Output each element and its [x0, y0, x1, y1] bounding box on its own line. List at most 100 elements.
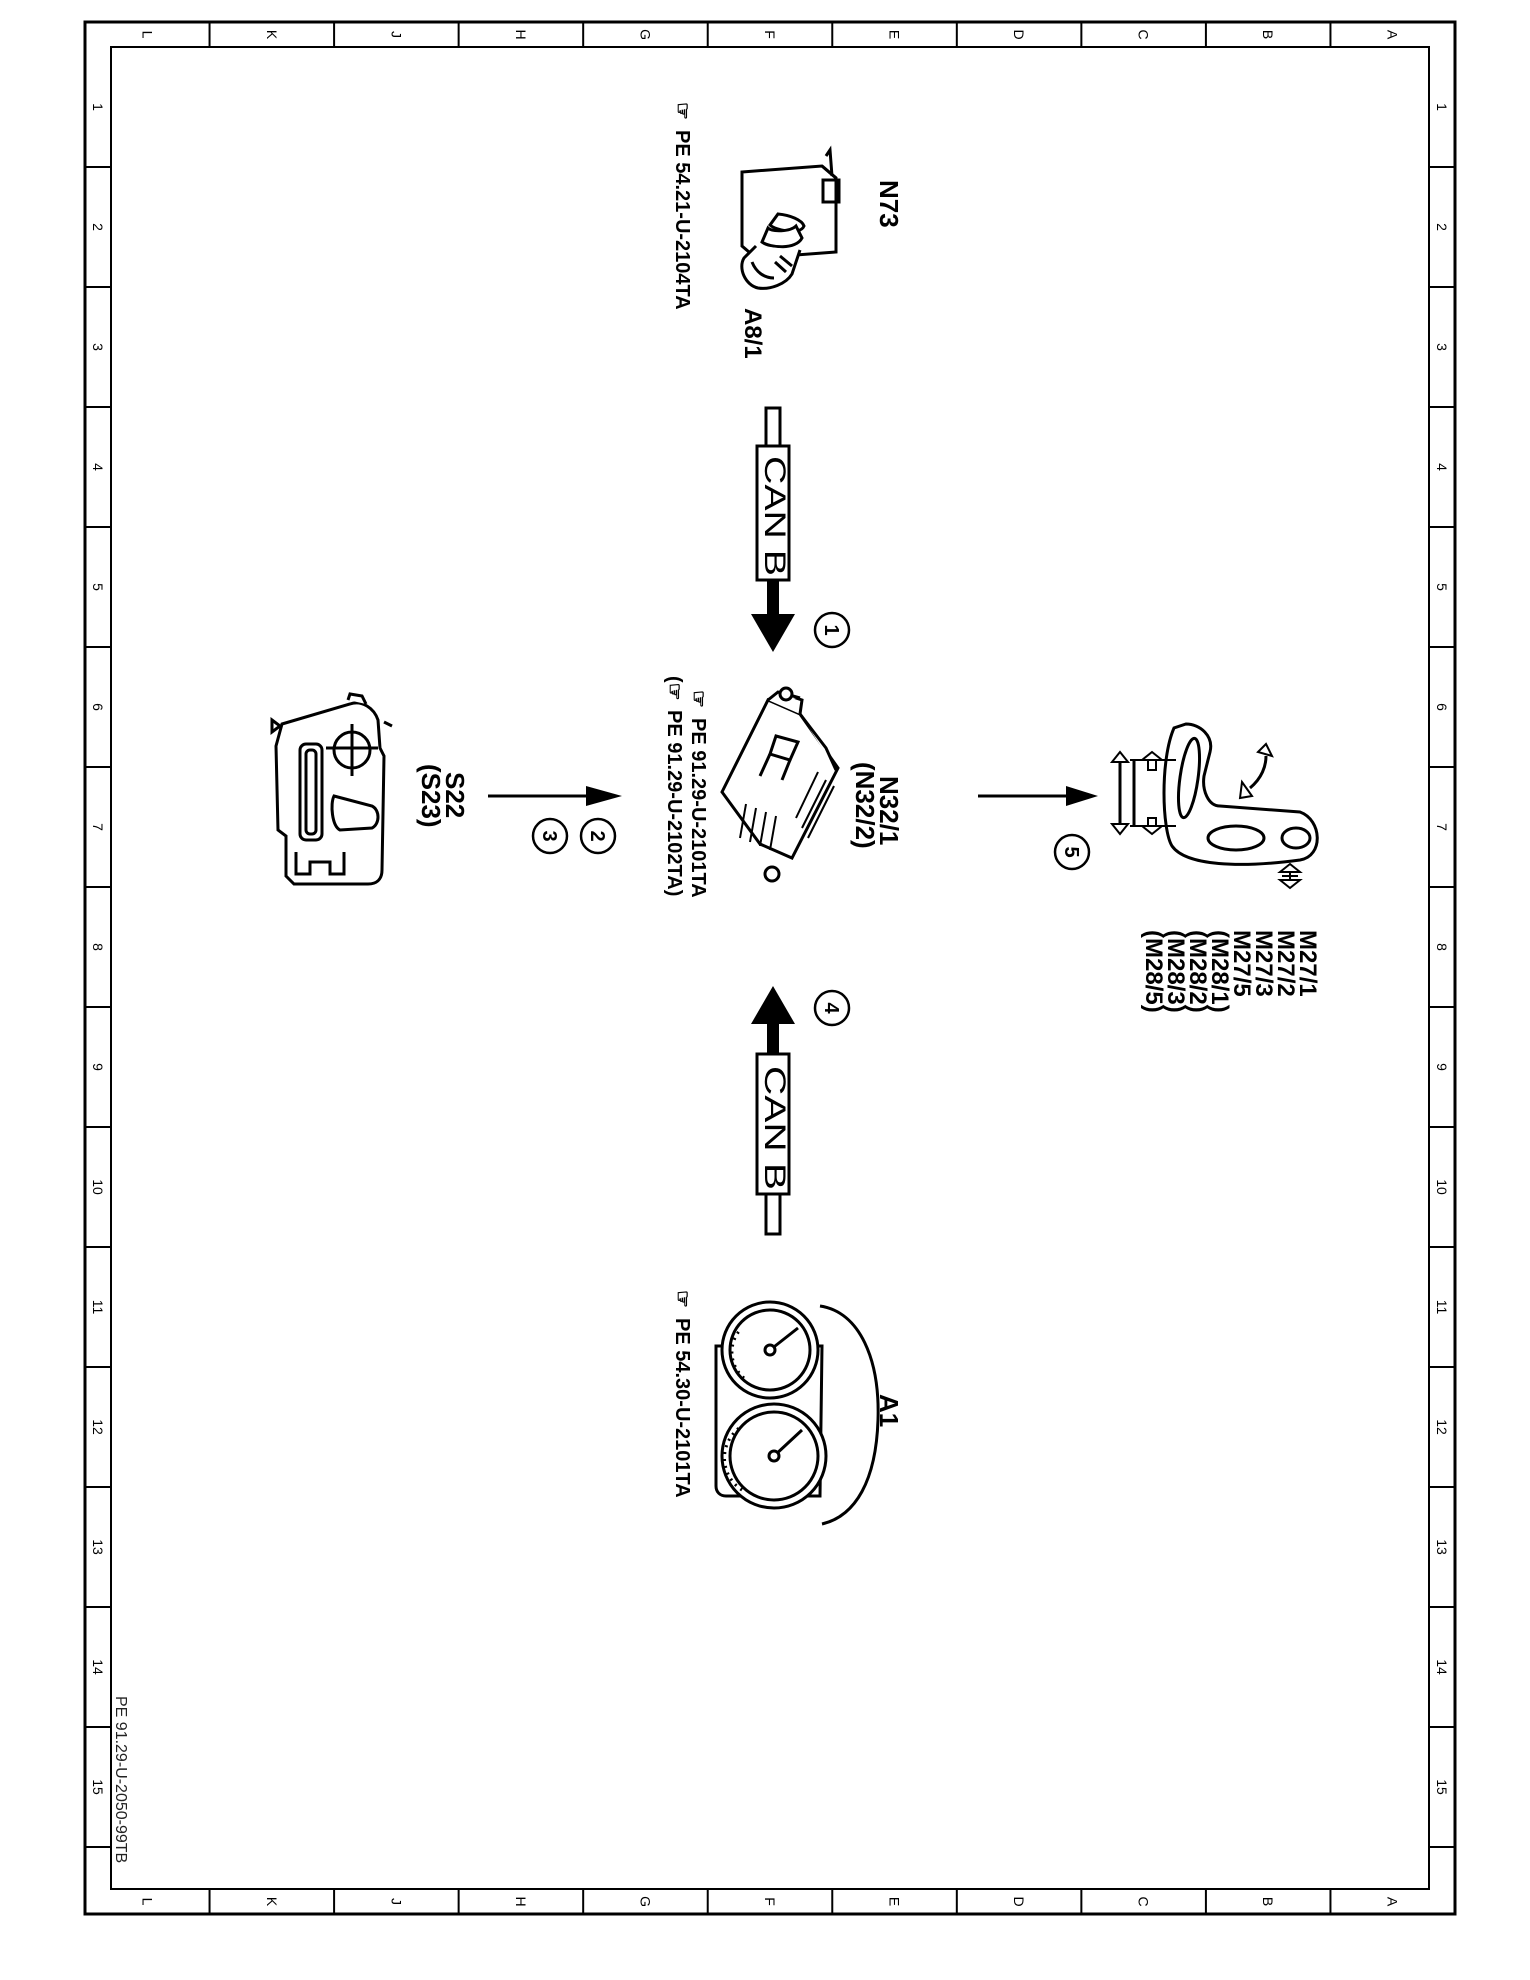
can-bus-top-box [755, 444, 791, 582]
arrow-up-icon [751, 986, 795, 1024]
grid-column-letter: B [1260, 1897, 1276, 1906]
grid-row-number: 11 [90, 1300, 106, 1315]
grid-row-number: 6 [90, 703, 106, 711]
grid-column-letter: J [388, 31, 404, 38]
a1-instrument-cluster: A1 ☞ PE 54.30-U-2101TA [671, 1290, 904, 1526]
grid-row-number: 14 [90, 1659, 106, 1675]
n73-ignition-switch: N73 A8/1 ☞ PE 54.21-U-2104TA [671, 102, 904, 359]
grid-row-number: 4 [1434, 463, 1450, 471]
grid-column-letter: L [139, 1898, 155, 1906]
grid-row-number: 13 [90, 1539, 106, 1555]
grid-row-number: 2 [90, 223, 106, 231]
grid-column-letter: F [762, 1897, 778, 1906]
n32-2-reference[interactable]: PE 91.29-U-2102TA) [663, 710, 685, 896]
n32-2-label: (N32/2) [850, 762, 880, 849]
grid-row-number: 8 [90, 943, 106, 951]
grid-column-letter: H [513, 29, 529, 39]
grid-column-letter: G [637, 29, 653, 40]
s22-label: S22 [440, 772, 470, 818]
a8-1-label: A8/1 [739, 308, 766, 359]
a1-reference[interactable]: PE 54.30-U-2101TA [671, 1318, 693, 1498]
grid-row-number: 10 [90, 1179, 106, 1195]
grid-row-number: 10 [1434, 1179, 1450, 1195]
pointing-hand-icon: ☞ [671, 1290, 693, 1308]
control-module-icon [720, 686, 840, 883]
marker-1 [813, 611, 851, 649]
can-bus-bottom-line [764, 1192, 782, 1236]
grid-row-number: 7 [90, 823, 106, 831]
grid-column-letter: E [887, 30, 903, 39]
motor-label-m27-3: M27/3 [1250, 930, 1277, 997]
grid-column-letter: A [1385, 30, 1401, 40]
grid-column-letter: G [637, 1896, 653, 1907]
grid-column-letter: J [388, 1898, 404, 1905]
motor-label-m27-1: M27/1 [1294, 930, 1321, 997]
ignition-switch-icon [740, 145, 841, 290]
motor-label-m28-2: (M28/2) [1184, 930, 1211, 1013]
grid-column-letter: K [264, 30, 280, 40]
grid-column-letter: C [1136, 29, 1152, 39]
can-bus-bottom-stem [767, 1022, 779, 1056]
arrow-right-icon [586, 786, 622, 806]
marker-4-text: 4 [820, 1002, 842, 1014]
motor-label-m28-1: (M28/1) [1206, 930, 1233, 1013]
marker-4 [813, 989, 851, 1027]
can-bus-top-line [764, 406, 782, 450]
grid-row-number: 5 [90, 583, 106, 591]
grid-column-letter: L [139, 31, 155, 39]
grid-row-number: 3 [1434, 343, 1450, 351]
instrument-cluster-icon [714, 1300, 880, 1526]
n32-seat-control-module: N32/1 (N32/2) ☞ PE 91.29-U-2101TA (☞ PE … [663, 676, 904, 898]
can-bus-top: CAN B 1 [751, 406, 851, 652]
grid-column-letter: E [887, 1897, 903, 1906]
marker-5 [1053, 833, 1091, 871]
n32-1-reference[interactable]: PE 91.29-U-2101TA [687, 718, 709, 898]
motor-label-m27-2: M27/2 [1272, 930, 1299, 997]
grid-column-letter: K [264, 1897, 280, 1907]
document-id: PE 91.29-U-2050-99TB [112, 1696, 129, 1863]
grid-row-number: 15 [1434, 1779, 1450, 1795]
grid-row-number: 7 [1434, 823, 1450, 831]
pointing-hand-icon: (☞ [663, 676, 685, 701]
n73-reference[interactable]: PE 54.21-U-2104TA [671, 130, 693, 310]
pointing-hand-icon: ☞ [671, 102, 693, 120]
grid-row-number: 12 [90, 1419, 106, 1435]
adjust-arrows-icon [1109, 742, 1303, 890]
marker-1-text: 1 [820, 624, 842, 635]
grid-column-letter: A [1385, 1897, 1401, 1907]
grid-row-number: 15 [90, 1779, 106, 1795]
seat-switch-icon [270, 692, 393, 886]
motor-label-m27-5: M27/5 [1228, 930, 1255, 997]
grid-column-letter: F [762, 30, 778, 39]
arrow-right-icon [1066, 786, 1098, 806]
grid-row-number: 11 [1434, 1300, 1450, 1315]
inner-frame [110, 46, 1430, 1890]
grid-row-number: 3 [90, 343, 106, 351]
grid-row-number: 1 [1434, 103, 1450, 111]
arrow-from-s22: 2 3 [488, 786, 622, 855]
grid-row-number: 5 [1434, 583, 1450, 591]
seat-frame-icon [1162, 722, 1319, 866]
marker-2 [579, 817, 617, 855]
seat-motors: M27/1 M27/2 M27/3 M27/5 (M28/1) (M28/2) … [1109, 722, 1321, 1013]
can-b-top-label: CAN B [758, 456, 791, 576]
grid-column-letter: D [1011, 1896, 1027, 1906]
a1-label: A1 [874, 1394, 904, 1427]
pointing-hand-icon: ☞ [687, 690, 709, 708]
s22-seat-adjust-switch: S22 (S23) [270, 692, 470, 886]
grid-row-number: 14 [1434, 1659, 1450, 1675]
n73-label: N73 [874, 180, 904, 228]
grid-column-letter: D [1011, 29, 1027, 39]
arrow-to-motors: 5 [978, 786, 1098, 871]
motor-label-m28-5: (M28/5) [1140, 930, 1167, 1013]
s23-label: (S23) [416, 764, 446, 828]
marker-5-text: 5 [1060, 846, 1082, 857]
can-bus-top-stem [767, 580, 779, 616]
grid-row-number: 6 [1434, 703, 1450, 711]
grid-row-number: 9 [90, 1063, 106, 1071]
arrow-down-icon [751, 614, 795, 652]
grid-row-number: 4 [90, 463, 106, 471]
grid-column-letter: H [513, 1896, 529, 1906]
